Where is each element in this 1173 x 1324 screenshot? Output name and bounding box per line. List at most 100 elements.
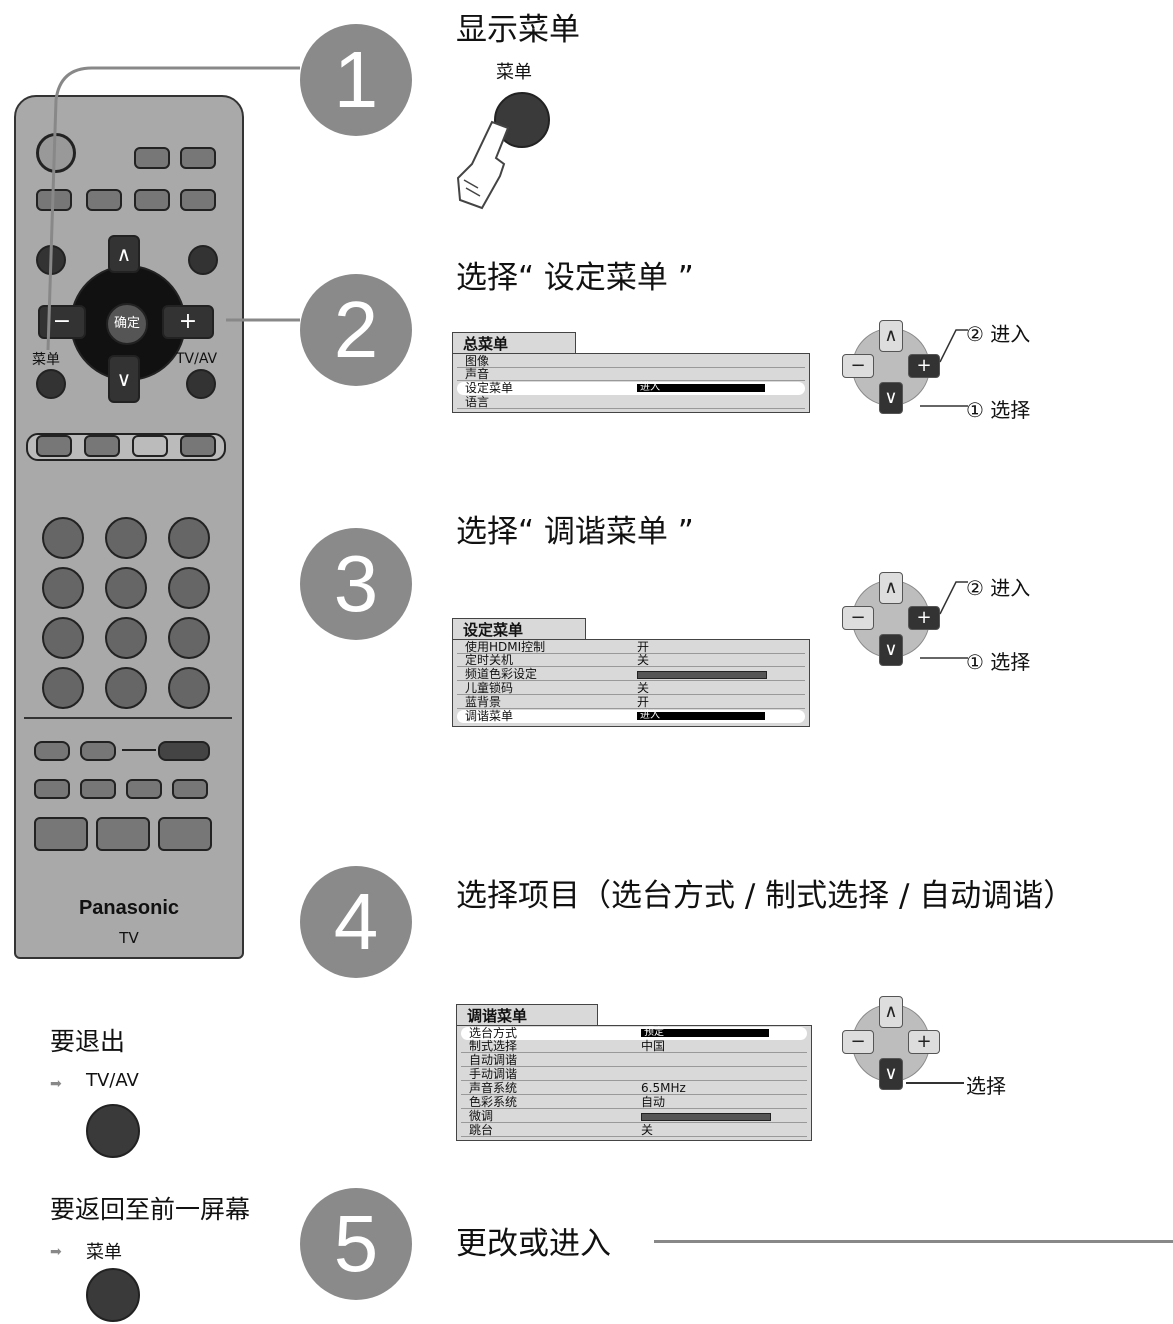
number-button[interactable] [168,567,210,609]
menu-item-value: 6.5MHz [641,1081,686,1095]
menu-item[interactable]: 声音系统 6.5MHz [461,1082,807,1095]
number-button[interactable] [105,617,147,659]
number-button[interactable] [105,517,147,559]
minus-button[interactable]: − [38,305,86,339]
menu-item-selected[interactable]: 选台方式预定 [461,1027,807,1040]
arrow-right-icon: ➡ [50,1076,62,1092]
up-button[interactable]: ∧ [108,235,140,273]
remote-button[interactable] [86,189,122,211]
remote-button[interactable] [34,741,70,761]
menu-item-value: 预定 [641,1028,769,1038]
model-label: TV [119,929,139,947]
number-button[interactable] [105,667,147,709]
down-button[interactable]: ∨ [108,355,140,403]
remote-button[interactable] [126,779,162,799]
menu-button[interactable] [36,369,66,399]
menu-item-label: 设定菜单 [465,381,514,395]
menu-item[interactable]: 蓝背景 开 [457,696,805,709]
menu-item-label: 声音 [465,367,490,381]
remote-button[interactable] [34,817,88,851]
remote-button[interactable] [34,779,70,799]
remote-button[interactable] [172,779,208,799]
remote-control: ∧ ∨ − + 确定 菜单 TV/AV Panasonic TV [14,95,244,959]
brand-logo: Panasonic [78,897,180,919]
menu-item[interactable]: 图像 [457,355,805,368]
remote-button[interactable] [180,189,216,211]
remote-button[interactable] [158,817,212,851]
menu-item[interactable]: 语言 [457,396,805,409]
menu-item-label: 微调 [469,1109,494,1123]
remote-button[interactable] [134,147,170,169]
remote-button[interactable] [180,147,216,169]
menu-item[interactable]: 制式选择中国 [461,1040,807,1053]
number-button[interactable] [42,667,84,709]
menu-item[interactable]: 声音 [457,368,805,381]
menu-item-label: 蓝背景 [465,695,502,709]
back-button-label: 菜单 [86,1242,122,1263]
blue-button[interactable] [180,435,216,457]
enter-label: ② 进入 [966,576,1031,600]
up-key: ∧ [879,572,903,604]
tvav-button-illustration[interactable] [86,1104,140,1158]
number-button[interactable] [105,567,147,609]
plus-button[interactable]: + [162,305,214,339]
ok-button[interactable]: 确定 [106,303,148,345]
setup-menu-tab: 设定菜单 [452,618,586,640]
dpad-leader-lines [920,581,968,659]
number-button[interactable] [42,567,84,609]
number-button[interactable] [42,617,84,659]
step-3-badge: 3 [300,528,412,640]
menu-item[interactable]: 定时关机 关 [457,654,805,667]
tvav-button[interactable] [186,369,216,399]
step-4-badge: 4 [300,866,412,978]
plus-key: + [908,354,940,378]
tuning-menu: 选台方式预定 制式选择中国 自动调谐 手动调谐 声音系统 6.5MHz 色彩系统自… [456,1025,812,1141]
menu-item-label: 图像 [465,354,490,368]
menu-item-label: 跳台 [469,1123,494,1137]
menu-item[interactable]: 跳台关 [461,1124,807,1137]
green-button[interactable] [84,435,120,457]
menu-item-label: 定时关机 [465,653,514,667]
menu-item-label: 儿童锁码 [465,681,514,695]
slider[interactable] [641,1113,771,1121]
minus-key: − [842,354,874,378]
menu-item[interactable]: 微调 [461,1110,807,1123]
dpad-diagram: ∧ ∨ − + [840,568,940,668]
menu-item[interactable]: 使用HDMI控制开 [457,641,805,654]
select-label: ① 选择 [966,398,1031,422]
menu-item-selected[interactable]: 调谐菜单进入 [457,710,805,723]
number-button[interactable] [42,517,84,559]
number-button[interactable] [168,667,210,709]
slider[interactable] [637,671,767,679]
remote-button[interactable] [80,779,116,799]
menu-item[interactable]: 儿童锁码关 [457,682,805,695]
remote-button[interactable] [96,817,150,851]
menu-item-value: 开 [637,695,650,709]
yellow-button[interactable] [132,435,168,457]
menu-button-label: 菜单 [496,62,532,83]
remote-button[interactable] [134,189,170,211]
menu-item[interactable]: 频道色彩设定 [457,668,805,681]
red-button[interactable] [36,435,72,457]
menu-item-label: 色彩系统 [469,1095,518,1109]
menu-item[interactable]: 手动调谐 [461,1068,807,1081]
step-4-title: 选择项目（选台方式 / 制式选择 / 自动调谐） [456,878,1075,914]
step-5-badge: 5 [300,1188,412,1300]
menu-item[interactable]: 自动调谐 [461,1054,807,1067]
menu-item-value: 关 [637,653,650,667]
menu-label: 菜单 [32,352,60,368]
tuning-menu-tab: 调谐菜单 [456,1004,598,1026]
number-button[interactable] [168,617,210,659]
menu-item-label: 声音系统 [469,1081,518,1095]
down-key: ∨ [879,1058,903,1090]
dpad-diagram: ∧ ∨ − + [840,992,940,1092]
pointing-hand-icon [456,120,510,210]
back-title: 要返回至前一屏幕 [50,1195,251,1224]
remote-button[interactable] [80,741,116,761]
menu-button-illustration[interactable] [86,1268,140,1322]
switch[interactable] [158,741,210,761]
remote-round-button[interactable] [188,245,218,275]
number-button[interactable] [168,517,210,559]
menu-item-selected[interactable]: 设定菜单进入 [457,382,805,395]
menu-item[interactable]: 色彩系统自动 [461,1096,807,1109]
